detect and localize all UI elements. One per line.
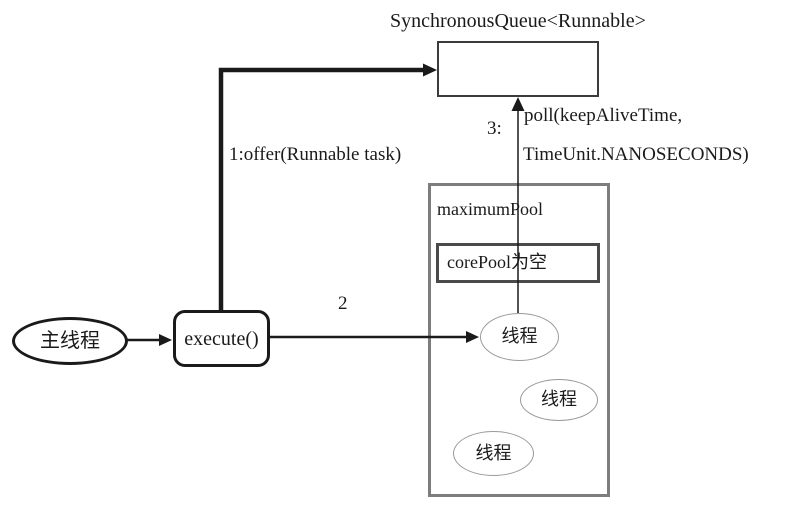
thread-label: 线程 (475, 442, 512, 463)
thread-node: 线程 (520, 379, 598, 421)
execute-node: execute() (173, 310, 270, 367)
thread-node: 线程 (453, 431, 534, 476)
poll-arg-line-2: TimeUnit.NANOSECONDS) (523, 144, 749, 165)
maximum-pool-label: maximumPool (437, 199, 544, 219)
main-thread-label: 主线程 (40, 330, 100, 352)
arrow-main-to-execute (125, 334, 172, 346)
sync-queue-title: SynchronousQueue<Runnable> (390, 10, 646, 32)
poll-arg-line-1: poll(keepAliveTime, (524, 105, 683, 126)
arrow-offer-to-queue (218, 63, 437, 311)
offer-edge-label: 1:offer(Runnable task) (229, 144, 402, 165)
main-thread-node: 主线程 (12, 317, 128, 365)
thread-node: 线程 (480, 313, 559, 361)
sync-queue-box (437, 41, 599, 97)
core-pool-box: corePool为空 (436, 243, 600, 283)
core-pool-label: corePool为空 (447, 252, 547, 273)
thread-label: 线程 (541, 389, 577, 410)
thread-label: 线程 (501, 326, 538, 347)
step-2-label: 2 (338, 293, 348, 314)
execute-label: execute() (184, 327, 259, 350)
step-3-label: 3: (487, 118, 502, 139)
